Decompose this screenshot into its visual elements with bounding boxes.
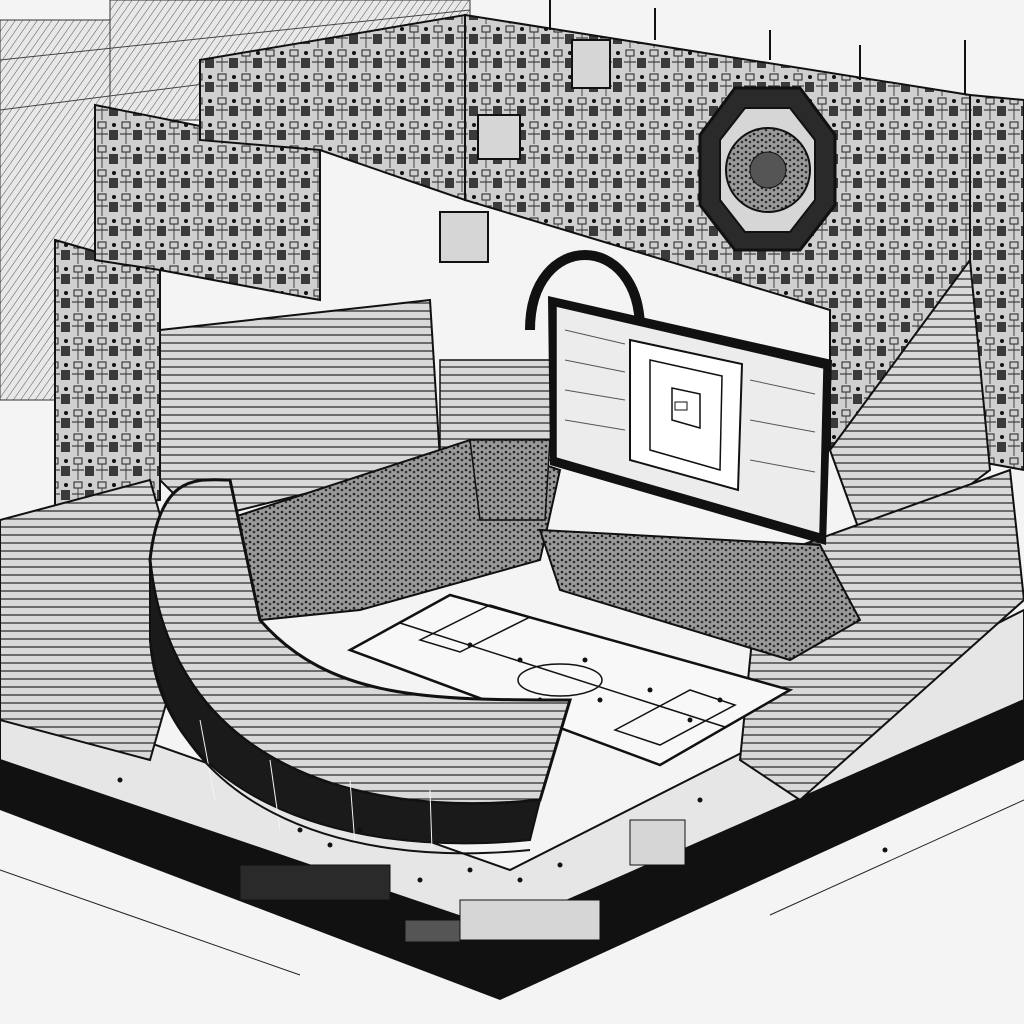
plaza-details xyxy=(77,777,888,943)
back-wall-left xyxy=(54,13,466,512)
upper-tiers xyxy=(159,257,992,562)
arch-ornament xyxy=(525,250,645,331)
octagon-ornament xyxy=(698,86,837,252)
wall-monitors xyxy=(439,39,611,263)
giant-screen xyxy=(548,296,832,545)
crowd-stands xyxy=(223,438,862,662)
back-wall-right xyxy=(464,0,1024,472)
curved-facade xyxy=(148,478,573,855)
